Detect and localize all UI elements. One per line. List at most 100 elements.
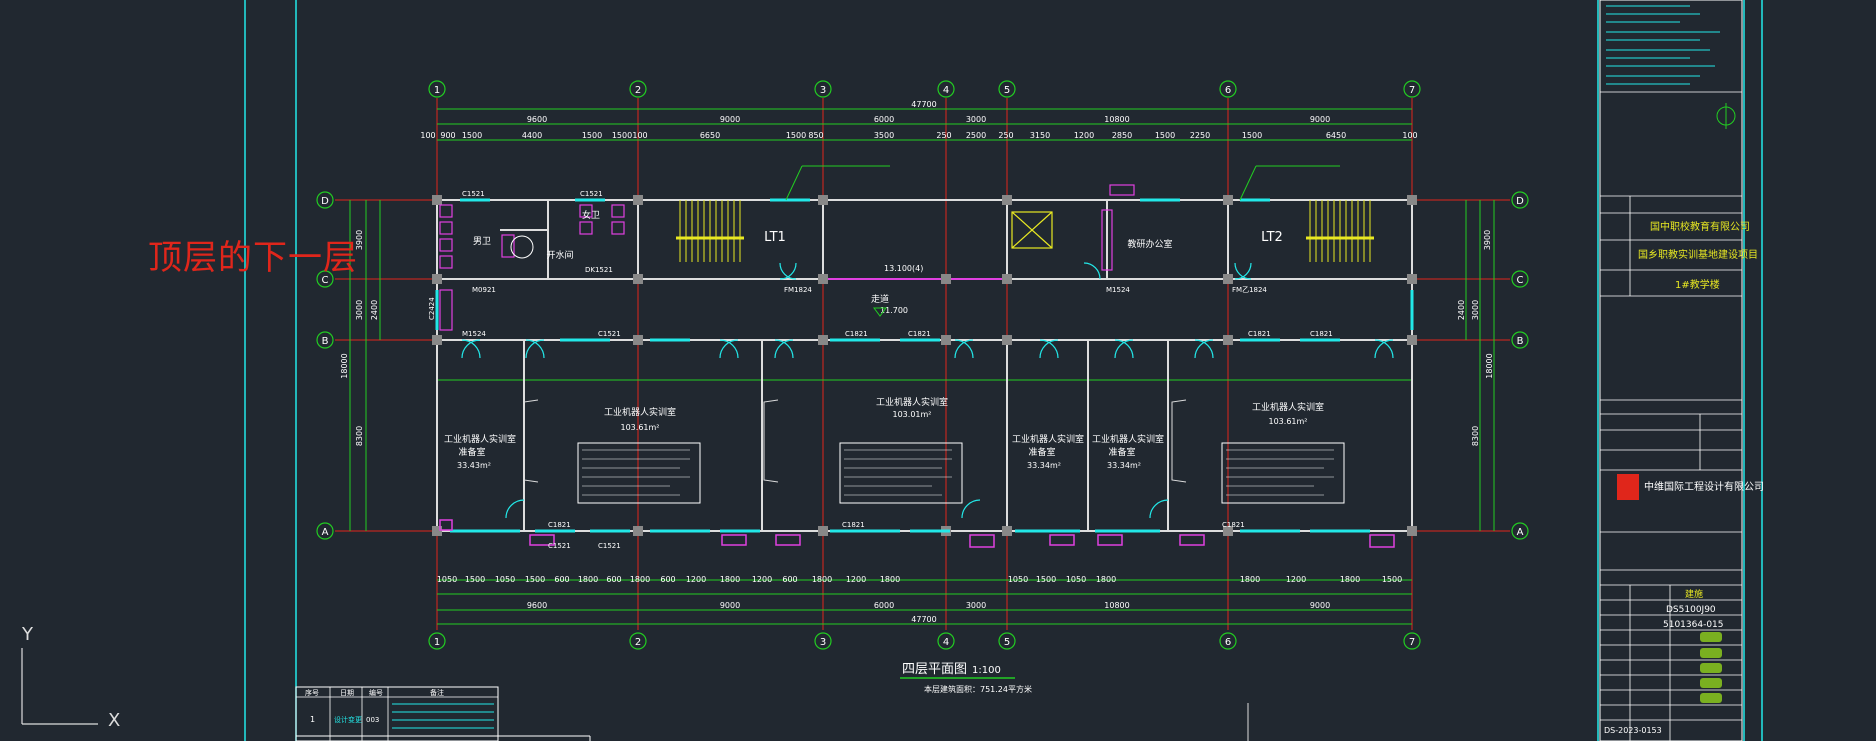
opening-tag: C1521 bbox=[462, 190, 485, 198]
dimension-detail: 250 bbox=[998, 131, 1013, 140]
dimension-detail: 1200 bbox=[686, 575, 706, 584]
title-block-company: 中维国际工程设计有限公司 bbox=[1644, 480, 1764, 493]
opening-tag: C1821 bbox=[1248, 330, 1271, 338]
dimension-right: 3900 bbox=[1483, 230, 1492, 250]
axis-label: 7 bbox=[1409, 637, 1415, 648]
dimension-left: 2400 bbox=[370, 300, 379, 320]
dimension-detail: 1800 bbox=[578, 575, 598, 584]
opening-tag: C2424 bbox=[428, 297, 436, 320]
opening-tags: M1524 M0921 C1521 C1521 C1521 C1821 C182… bbox=[428, 190, 1333, 550]
dimension-segment: 9000 bbox=[720, 601, 740, 610]
dimension-detail: 1050 bbox=[1066, 575, 1086, 584]
title-block-subproject: 1#教学楼 bbox=[1675, 278, 1720, 291]
drawing-title: 四层平面图 bbox=[902, 662, 967, 677]
walls[interactable] bbox=[436, 199, 1413, 532]
dimension-detail: 100 bbox=[420, 131, 435, 140]
opening-tag: DK1521 bbox=[585, 266, 613, 274]
dimension-total: 47700 bbox=[911, 615, 936, 624]
axis-label: 1 bbox=[434, 85, 440, 96]
design-notes bbox=[1606, 5, 1720, 85]
opening-tag: FM乙1824 bbox=[1232, 286, 1267, 294]
axis-label: 5 bbox=[1004, 637, 1010, 648]
axis-label: A bbox=[322, 527, 329, 538]
room-label-lab-1: 工业机器人实训室 bbox=[604, 406, 676, 418]
dimension-detail: 1800 bbox=[630, 575, 650, 584]
room-sub-prep-3: 准备室 bbox=[1108, 446, 1135, 458]
level-marks: 13.100(4) 11.700 bbox=[873, 264, 923, 317]
dimension-detail: 1050 bbox=[495, 575, 515, 584]
dimension-detail: 1500 bbox=[1382, 575, 1402, 584]
room-label-prep-2: 工业机器人实训室 bbox=[1012, 433, 1084, 445]
room-label-mens-toilet: 男卫 bbox=[473, 236, 491, 247]
axis-label: D bbox=[321, 196, 329, 207]
dimension-detail: 1200 bbox=[1074, 131, 1094, 140]
dimension-detail: 1500 bbox=[1242, 131, 1262, 140]
room-label-lab-2: 工业机器人实训室 bbox=[876, 396, 948, 408]
room-label-lab-3: 工业机器人实训室 bbox=[1252, 401, 1324, 413]
callout-leaders bbox=[785, 165, 1340, 201]
opening-tag: C1821 bbox=[908, 330, 931, 338]
opening-tag: C1521 bbox=[598, 330, 621, 338]
dimension-detail: 1200 bbox=[846, 575, 866, 584]
opening-tag: M1524 bbox=[1106, 286, 1130, 294]
dimension-segment: 10800 bbox=[1104, 601, 1129, 610]
lab-info-lines bbox=[582, 449, 1334, 496]
dimension-detail: 4400 bbox=[522, 131, 542, 140]
room-sub-prep-1: 准备室 bbox=[458, 446, 485, 458]
title-block-code-1: DS5100J90 bbox=[1666, 605, 1716, 615]
dimension-segment: 6000 bbox=[874, 115, 894, 124]
title-block-code-2: 5101364-015 bbox=[1663, 620, 1724, 630]
opening-tag: C1521 bbox=[580, 190, 603, 198]
stair-lt1[interactable] bbox=[676, 200, 744, 262]
revision-header: 序号 bbox=[305, 688, 319, 697]
axis-bubbles bbox=[316, 80, 1529, 650]
dimension-detail: 1800 bbox=[812, 575, 832, 584]
axis-label: B bbox=[322, 336, 329, 347]
title-block-project: 国乡职教实训基地建设项目 bbox=[1638, 248, 1758, 261]
dimension-segment: 10800 bbox=[1104, 115, 1129, 124]
title-block-sheet: 建施 bbox=[1685, 588, 1703, 600]
room-label-office: 教研办公室 bbox=[1127, 238, 1172, 250]
dimension-detail: 600 bbox=[660, 575, 675, 584]
dimension-left: 3000 bbox=[355, 300, 364, 320]
dimension-detail: 1050 bbox=[1008, 575, 1028, 584]
axis-label: 3 bbox=[820, 637, 826, 648]
dimension-detail: 600 bbox=[782, 575, 797, 584]
dimension-segment: 6000 bbox=[874, 601, 894, 610]
axis-label: 4 bbox=[943, 85, 949, 96]
dimension-detail: 1500 bbox=[462, 131, 482, 140]
axis-label: C bbox=[322, 275, 329, 286]
axis-label: 4 bbox=[943, 637, 949, 648]
dimension-detail: 1200 bbox=[752, 575, 772, 584]
dimension-text-vertical: 3900 3000 2400 18000 8300 3900 3000 2400… bbox=[340, 230, 1494, 446]
axis-label: 7 bbox=[1409, 85, 1415, 96]
dimension-text-bottom: 1050 1500 1050 1500 600 1800 600 1800 60… bbox=[437, 575, 1402, 624]
revision-table[interactable]: 序号 日期 编号 备注 1 设计变更 003 bbox=[295, 686, 591, 741]
dimension-detail: 1800 bbox=[1096, 575, 1116, 584]
dimension-segment: 9600 bbox=[527, 601, 547, 610]
dimension-lines bbox=[349, 108, 1495, 625]
room-label-lt2: LT2 bbox=[1261, 230, 1283, 245]
room-label-boiler-room: 开水间 bbox=[546, 249, 573, 261]
dimension-detail: 100 bbox=[632, 131, 647, 140]
revision-cell: 设计变更 bbox=[334, 715, 362, 724]
title-block-owner: 国中职校教育有限公司 bbox=[1650, 220, 1750, 233]
dimension-segment: 9000 bbox=[1310, 601, 1330, 610]
axis-label: A bbox=[1517, 527, 1524, 538]
dimension-detail: 1800 bbox=[1340, 575, 1360, 584]
dimension-segment: 9600 bbox=[527, 115, 547, 124]
doors[interactable] bbox=[461, 262, 1394, 519]
dimension-detail: 1800 bbox=[880, 575, 900, 584]
dimension-detail: 900 bbox=[440, 131, 455, 140]
title-block[interactable]: 国中职校教育有限公司 国乡职教实训基地建设项目 1#教学楼 中维国际工程设计有限… bbox=[1599, 0, 1764, 741]
signature-stamps bbox=[1700, 632, 1722, 703]
axis-label: 3 bbox=[820, 85, 826, 96]
toilet-fixture bbox=[510, 235, 534, 259]
windows[interactable] bbox=[435, 198, 1414, 533]
axis-bubble-labels: 1 2 3 4 5 6 7 1 2 3 4 5 6 7 D C B A D C … bbox=[321, 85, 1524, 648]
opening-tag: C1821 bbox=[845, 330, 868, 338]
stair-lt2[interactable] bbox=[1306, 200, 1374, 262]
dimension-detail: 1500 bbox=[1155, 131, 1175, 140]
opening-tag: M1524 bbox=[462, 330, 486, 338]
